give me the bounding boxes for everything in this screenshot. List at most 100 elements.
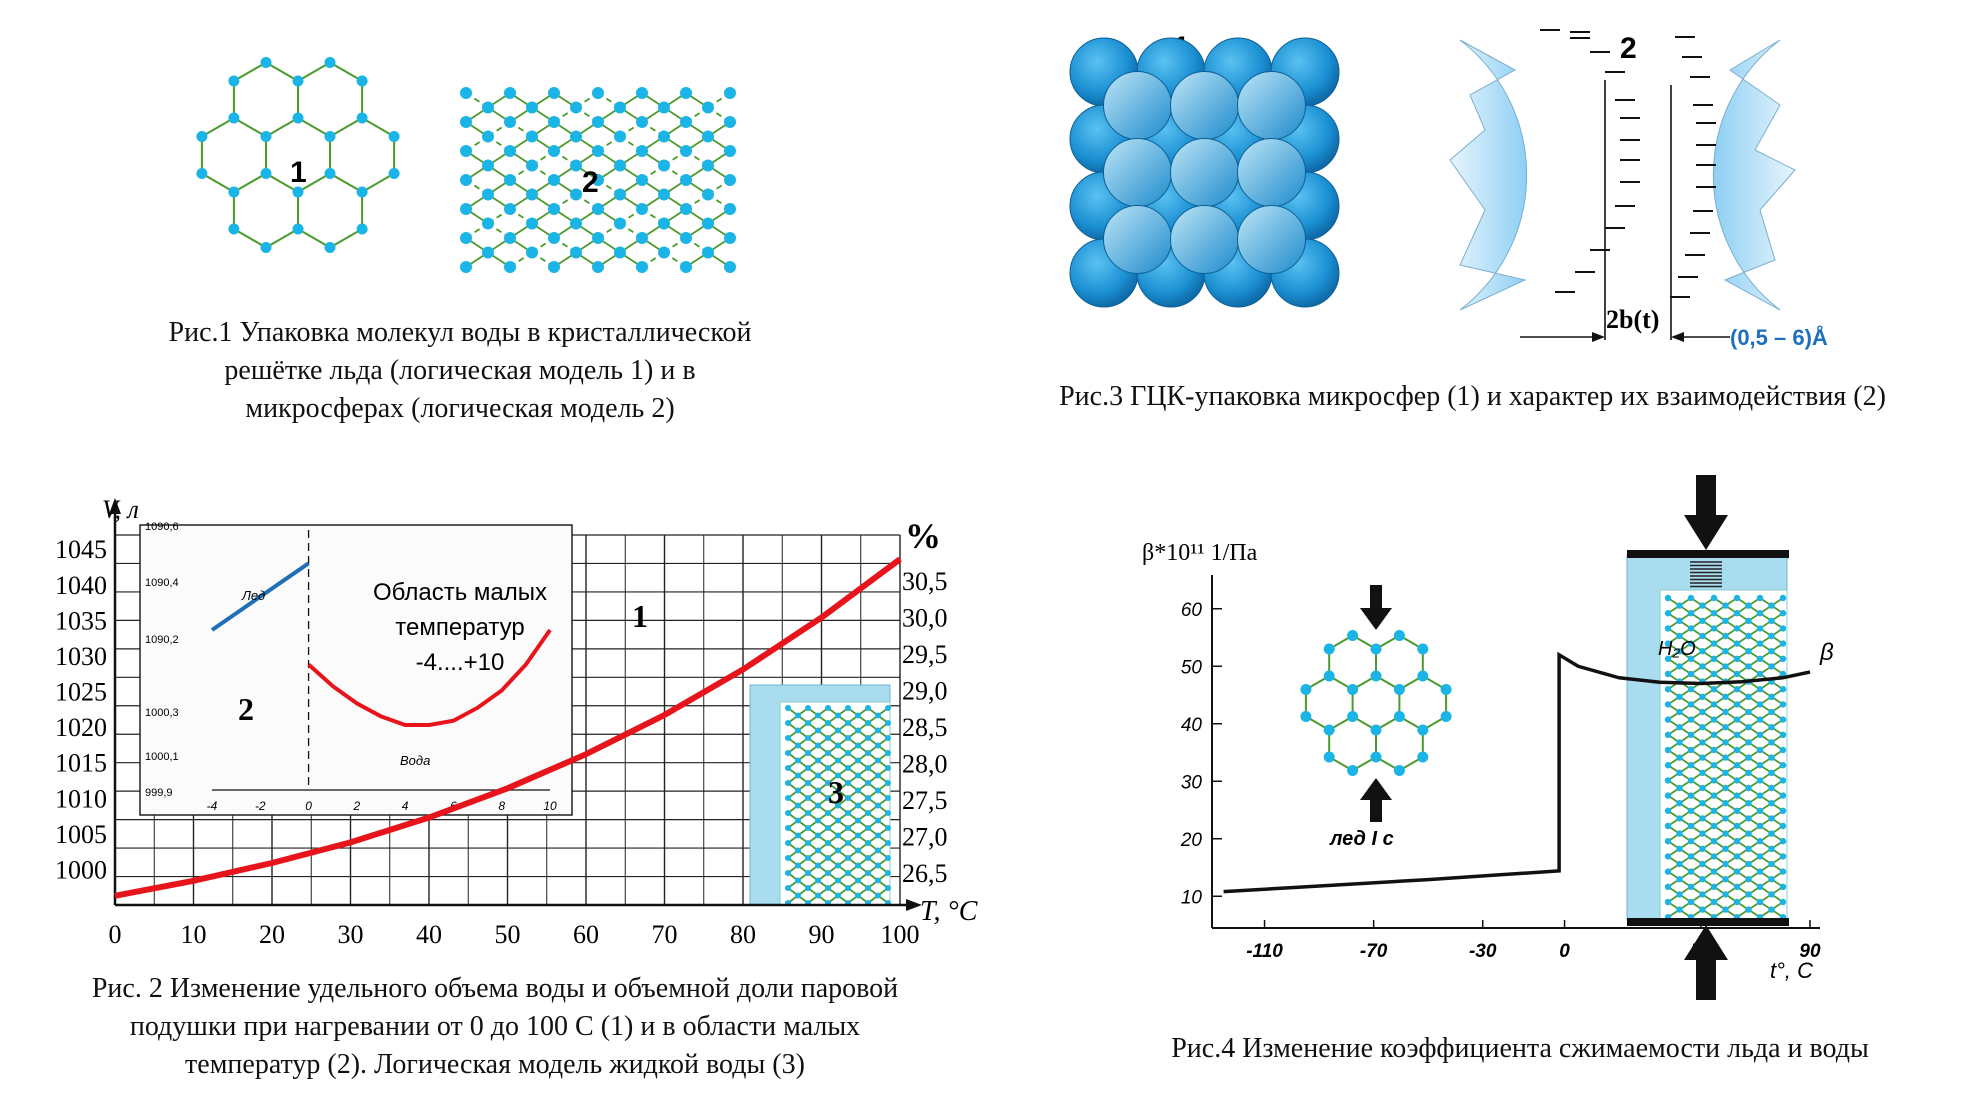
x-tick-label: 0 — [109, 920, 122, 949]
water-molecule — [785, 720, 791, 726]
inset-x-tick-label: 10 — [543, 799, 557, 813]
water-molecule — [548, 261, 560, 273]
water-molecule — [1699, 708, 1706, 716]
water-molecule — [1768, 724, 1775, 731]
water-molecule — [1756, 883, 1764, 890]
water-molecule — [835, 802, 841, 809]
water-molecule — [845, 780, 851, 786]
y2-tick-label: 29,5 — [902, 640, 948, 669]
water-molecule — [1722, 906, 1729, 913]
water-molecule — [1745, 754, 1752, 761]
water-molecule — [1779, 762, 1787, 769]
water-molecule — [1733, 655, 1741, 662]
piston-top — [1627, 550, 1789, 558]
lattice-bond — [297, 117, 331, 138]
x-axis-arrowhead — [906, 899, 922, 911]
water-molecule — [548, 145, 560, 157]
water-molecule — [702, 217, 714, 230]
water-molecule — [825, 885, 831, 891]
water-molecule — [614, 101, 626, 114]
water-molecule — [1768, 830, 1775, 837]
water-molecule — [1664, 883, 1672, 890]
water-molecule — [885, 855, 891, 861]
water-molecule — [526, 246, 538, 259]
water-molecule — [1756, 838, 1764, 845]
water-molecule — [614, 159, 626, 172]
water-molecule — [1745, 784, 1752, 792]
water-molecule — [592, 116, 604, 128]
ice-hex-cluster — [1300, 630, 1452, 776]
water-molecule — [1779, 807, 1787, 814]
water-molecule — [482, 130, 494, 143]
water-molecule — [1676, 891, 1683, 898]
water-molecule — [835, 727, 841, 734]
fig1-caption: Рис.1 Упаковка молекул воды в кристаллич… — [80, 314, 840, 428]
fig1-caption-line: микросферах (логическая модель 2) — [245, 393, 675, 424]
water-molecule — [1768, 754, 1775, 761]
lattice-bond — [361, 117, 395, 138]
water-molecule — [1687, 655, 1695, 662]
water-molecule — [1756, 716, 1764, 723]
water-molecule — [1417, 751, 1429, 763]
water-molecule — [825, 705, 831, 711]
water-molecule — [228, 112, 240, 124]
inset-ice-label: Лед — [241, 588, 265, 603]
water-molecule — [1756, 807, 1764, 814]
lattice-bond — [233, 172, 267, 193]
fig4-caption: Рис.4 Изменение коэффициента сжимаемости… — [1080, 1030, 1960, 1068]
y-tick-label: 1045 — [55, 535, 107, 564]
water-molecule — [1710, 822, 1718, 830]
water-molecule — [680, 174, 692, 186]
water-molecule — [1722, 708, 1729, 716]
water-molecule — [1779, 731, 1787, 738]
water-molecule — [636, 116, 648, 128]
water-molecule — [1664, 792, 1672, 799]
water-molecule — [292, 75, 304, 87]
y-tick-label: 60 — [1181, 600, 1203, 621]
water-molecule — [1722, 632, 1729, 640]
water-molecule — [815, 847, 821, 854]
water-molecule — [1664, 777, 1672, 784]
water-molecule — [1676, 906, 1683, 913]
water-molecule — [482, 159, 494, 172]
water-molecule — [885, 735, 891, 741]
lattice-bond — [297, 61, 331, 82]
water-molecule — [504, 232, 516, 244]
x-tick-label: -110 — [1246, 941, 1283, 962]
fig1-label-1: 1 — [290, 156, 307, 189]
water-molecule — [785, 795, 791, 801]
press-arrow-top — [1684, 475, 1728, 550]
x-tick-label: -30 — [1469, 941, 1497, 962]
right-half-sphere — [1712, 39, 1796, 311]
front-sphere — [1103, 138, 1172, 207]
water-molecule — [260, 242, 272, 253]
water-molecule — [1756, 746, 1764, 754]
water-molecule — [260, 131, 272, 142]
water-molecule — [815, 802, 821, 809]
water-molecule — [292, 186, 304, 198]
water-molecule — [1676, 693, 1683, 700]
fig2-caption: Рис. 2 Изменение удельного объема воды и… — [5, 970, 985, 1084]
water-molecule — [1745, 708, 1752, 716]
water-molecule — [1768, 617, 1775, 624]
water-molecule — [855, 742, 861, 749]
water-molecule — [1768, 739, 1775, 746]
fig4-chart: β*10¹¹ 1/Па 102030405060-110-70-3005090t… — [1142, 475, 1834, 1000]
fig1-caption-line: решётке льда (логическая модель 1) и в — [224, 355, 696, 386]
water-molecule — [815, 757, 821, 764]
water-molecule — [548, 203, 560, 215]
water-molecule — [785, 765, 791, 771]
water-molecule — [1745, 876, 1752, 883]
water-molecule — [680, 261, 692, 273]
water-molecule — [845, 705, 851, 711]
front-sphere — [1170, 71, 1239, 140]
water-molecule — [592, 232, 604, 244]
water-molecule — [805, 870, 811, 876]
water-molecule — [504, 116, 516, 128]
water-molecule — [1745, 663, 1752, 670]
water-molecule — [1710, 594, 1718, 602]
ice-hex-lattice — [196, 57, 400, 253]
water-molecule — [1710, 731, 1718, 738]
water-molecule — [526, 159, 538, 172]
water-molecule — [1664, 807, 1672, 814]
